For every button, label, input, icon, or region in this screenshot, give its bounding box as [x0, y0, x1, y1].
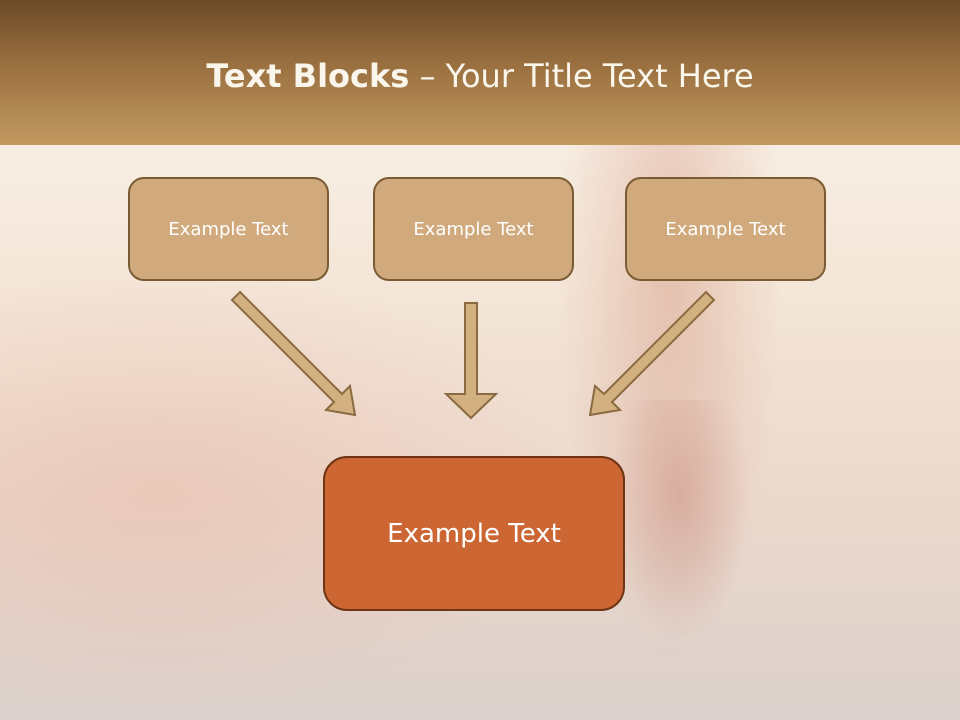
text-block-bottom[interactable]: Example Text	[323, 456, 625, 611]
title-bold: Text Blocks	[206, 57, 410, 95]
text-block-left[interactable]: Example Text	[128, 177, 329, 281]
arrow-left-diagonal	[230, 290, 357, 417]
arrow-center-down	[443, 302, 499, 420]
text-block-center-label: Example Text	[413, 218, 534, 240]
text-block-right[interactable]: Example Text	[625, 177, 826, 281]
background-figure-lower	[610, 400, 750, 640]
arrow-right-diagonal	[588, 290, 716, 417]
title-rest: – Your Title Text Here	[409, 57, 754, 95]
text-block-bottom-label: Example Text	[387, 518, 561, 549]
text-block-left-label: Example Text	[168, 218, 289, 240]
text-block-center[interactable]: Example Text	[373, 177, 574, 281]
title-bar	[0, 0, 960, 145]
slide-title: Text Blocks – Your Title Text Here	[0, 52, 960, 100]
text-block-right-label: Example Text	[665, 218, 786, 240]
